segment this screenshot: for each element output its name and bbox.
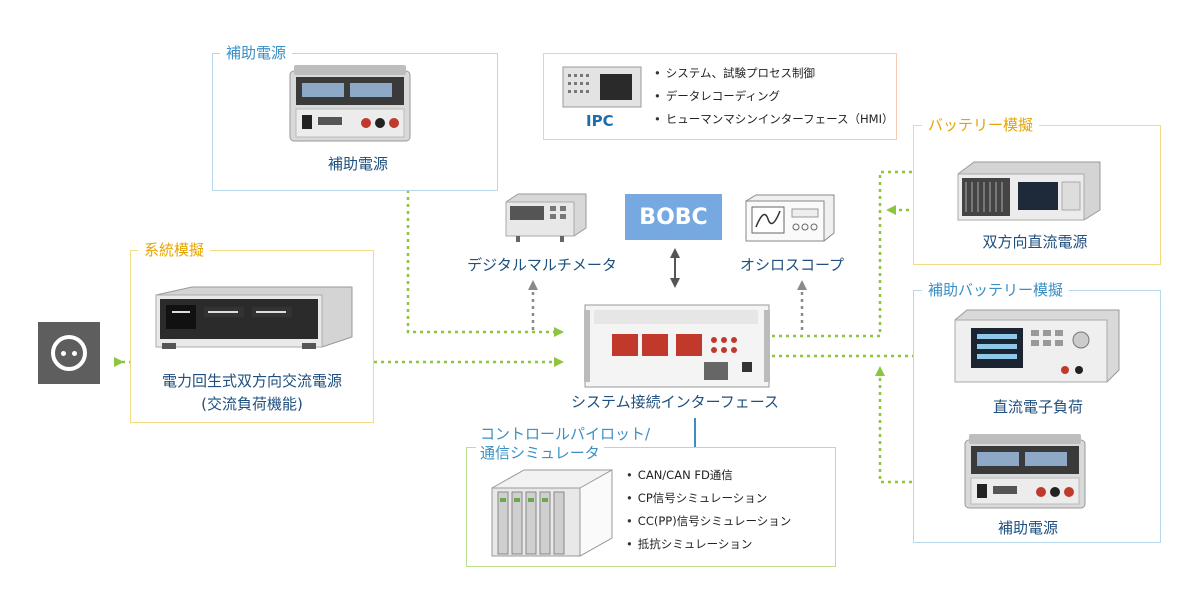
digital-multimeter-label: デジタルマルチメータ bbox=[467, 256, 617, 274]
aux-power-bottom-label: 補助電源 bbox=[997, 519, 1058, 537]
grid-sim-title: 系統模擬 bbox=[138, 241, 211, 259]
arrow-aux-power-to-interface bbox=[406, 190, 564, 337]
aux-power-top-title: 補助電源 bbox=[220, 44, 293, 62]
digital-multimeter-icon bbox=[505, 193, 587, 242]
regenerative-ac-source-label-2: (交流負荷機能) bbox=[201, 395, 303, 413]
dc-electronic-load-label: 直流電子負荷 bbox=[992, 398, 1083, 416]
control-pilot-title-2: 通信シミュレータ bbox=[476, 444, 604, 462]
control-pilot-bullet: CAN/CAN FD通信 bbox=[626, 464, 791, 487]
oscilloscope-label: オシロスコープ bbox=[739, 256, 845, 274]
aux-power-top-label: 補助電源 bbox=[327, 155, 388, 173]
dc-electronic-load-icon bbox=[954, 309, 1120, 383]
regenerative-ac-source-icon bbox=[155, 286, 353, 349]
aux-power-device-icon bbox=[289, 65, 411, 142]
arrow-aux-power-bottom bbox=[875, 366, 940, 484]
battery-sim-box bbox=[913, 125, 1161, 265]
ipc-device-icon bbox=[562, 66, 642, 108]
control-pilot-bullet: 抵抗シミュレーション bbox=[626, 533, 791, 556]
grid-socket-icon bbox=[38, 322, 100, 384]
control-pilot-bullet: CC(PP)信号シミュレーション bbox=[626, 510, 791, 533]
control-pilot-bullets: CAN/CAN FD通信 CP信号シミュレーション CC(PP)信号シミュレーシ… bbox=[626, 464, 791, 556]
bidirectional-dc-source-icon bbox=[957, 161, 1101, 221]
ipc-bullet: データレコーディング bbox=[654, 85, 894, 108]
ipc-bullets: システム、試験プロセス制御 データレコーディング ヒューマンマシンインターフェー… bbox=[654, 62, 894, 131]
arrow-interface-battery bbox=[772, 167, 942, 338]
regenerative-ac-source-label-1: 電力回生式双方向交流電源 bbox=[161, 372, 342, 390]
battery-sim-title: バッテリー模擬 bbox=[922, 116, 1040, 134]
oscilloscope-icon bbox=[745, 194, 835, 242]
aux-power-bottom-icon bbox=[964, 434, 1086, 509]
bobc-block: BOBC bbox=[625, 194, 722, 240]
control-pilot-title-1: コントロールパイロット/ bbox=[476, 425, 655, 443]
aux-battery-sim-title: 補助バッテリー模擬 bbox=[922, 281, 1070, 299]
system-interface-label: システム接続インターフェース bbox=[571, 393, 779, 411]
system-interface-icon bbox=[584, 304, 770, 388]
control-pilot-simulator-icon bbox=[491, 469, 613, 557]
control-pilot-bullet: CP信号シミュレーション bbox=[626, 487, 791, 510]
ipc-bullet: システム、試験プロセス制御 bbox=[654, 62, 894, 85]
ipc-bullet: ヒューマンマシンインターフェース（HMI） bbox=[654, 108, 894, 131]
bidirectional-dc-source-label: 双方向直流電源 bbox=[982, 233, 1088, 251]
ipc-label: IPC bbox=[586, 112, 614, 130]
